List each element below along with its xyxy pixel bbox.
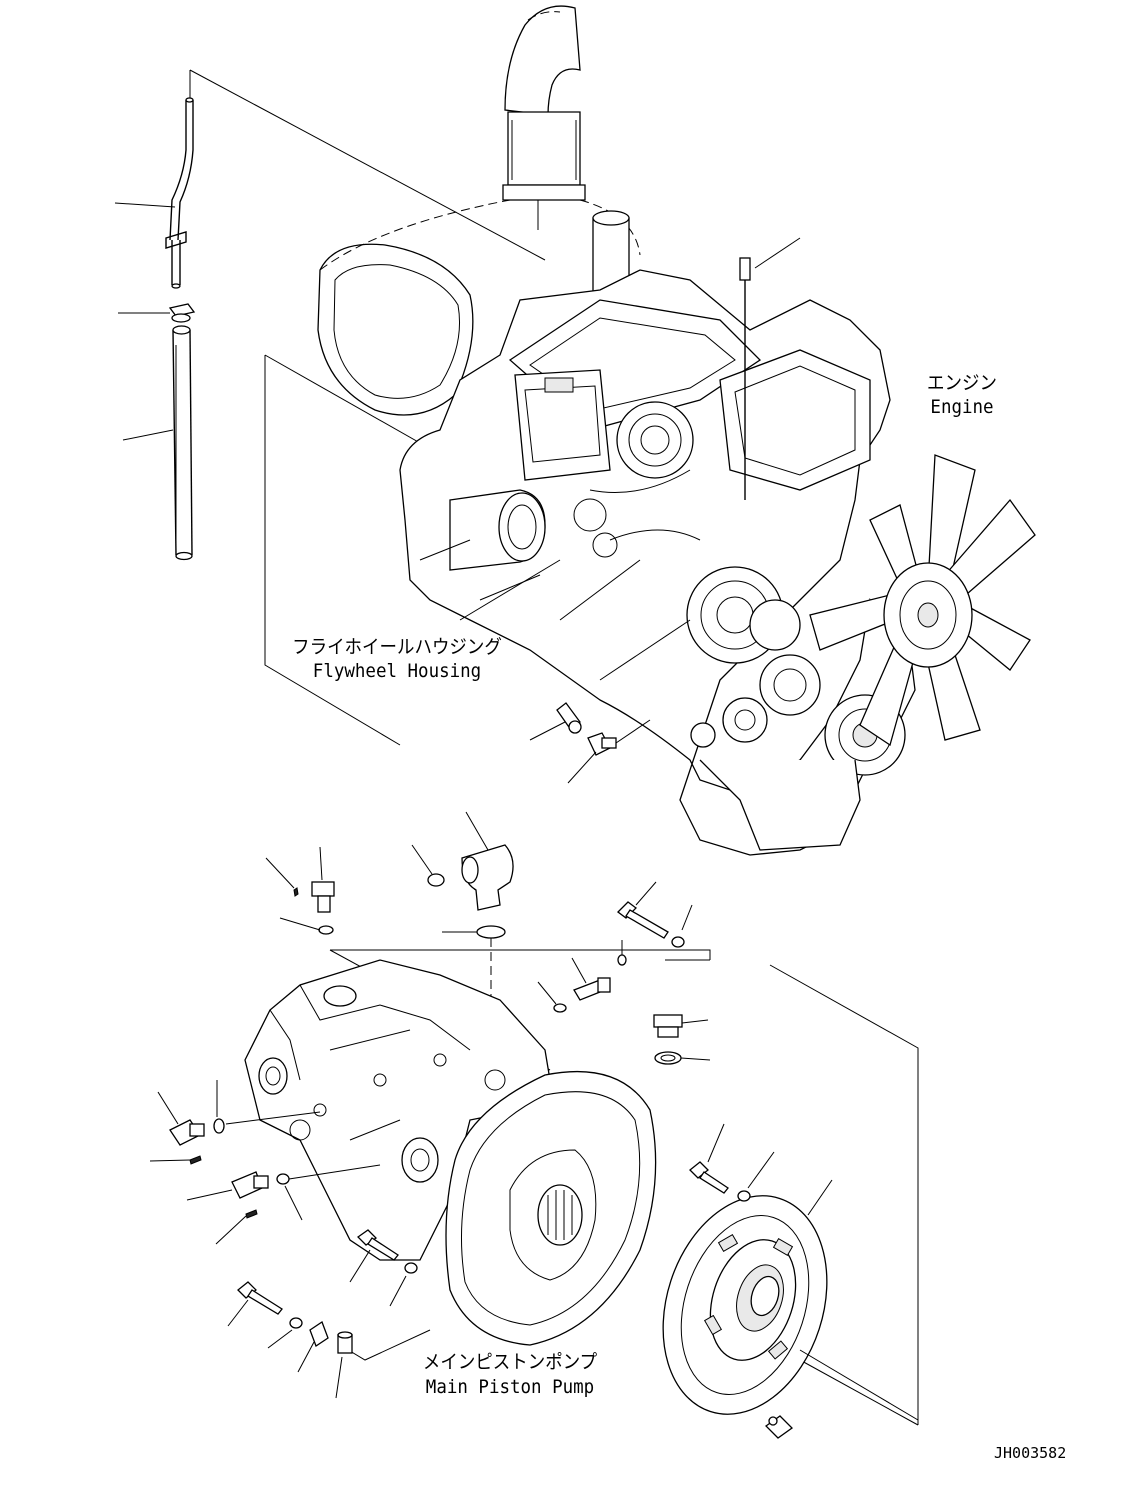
dipstick-clip[interactable] (168, 303, 196, 323)
engine-assembly[interactable] (317, 199, 1036, 856)
exhaust-pipe[interactable] (502, 5, 586, 230)
drawing-reference-number: JH003582 (994, 1444, 1067, 1462)
damper-disc[interactable] (636, 1174, 919, 1435)
dowel-pin[interactable] (764, 1415, 794, 1439)
main-piston-pump-label-en: Main Piston Pump (425, 1376, 595, 1398)
engine-label-jp: エンジン (927, 372, 997, 394)
flywheel-housing-label-jp: フライホイールハウジング (292, 636, 502, 658)
flywheel-housing-label-en: Flywheel Housing (312, 660, 482, 682)
pump-fittings-left[interactable] (149, 1080, 418, 1399)
dipstick-tube[interactable] (172, 325, 193, 561)
dipstick-leaders (114, 202, 176, 441)
main-piston-pump-label-jp: メインピストンポンプ (422, 1351, 598, 1373)
elbow-fittings-upper[interactable] (529, 702, 651, 784)
damper-bolt[interactable] (689, 1123, 775, 1202)
main-piston-pump[interactable] (244, 959, 657, 1346)
dipstick-gauge[interactable] (165, 97, 194, 289)
engine-sensor-pin[interactable] (739, 237, 801, 500)
cooling-fan (809, 454, 1036, 747)
engine-label-en: Engine (930, 396, 994, 418)
damper-springs (703, 1233, 794, 1360)
